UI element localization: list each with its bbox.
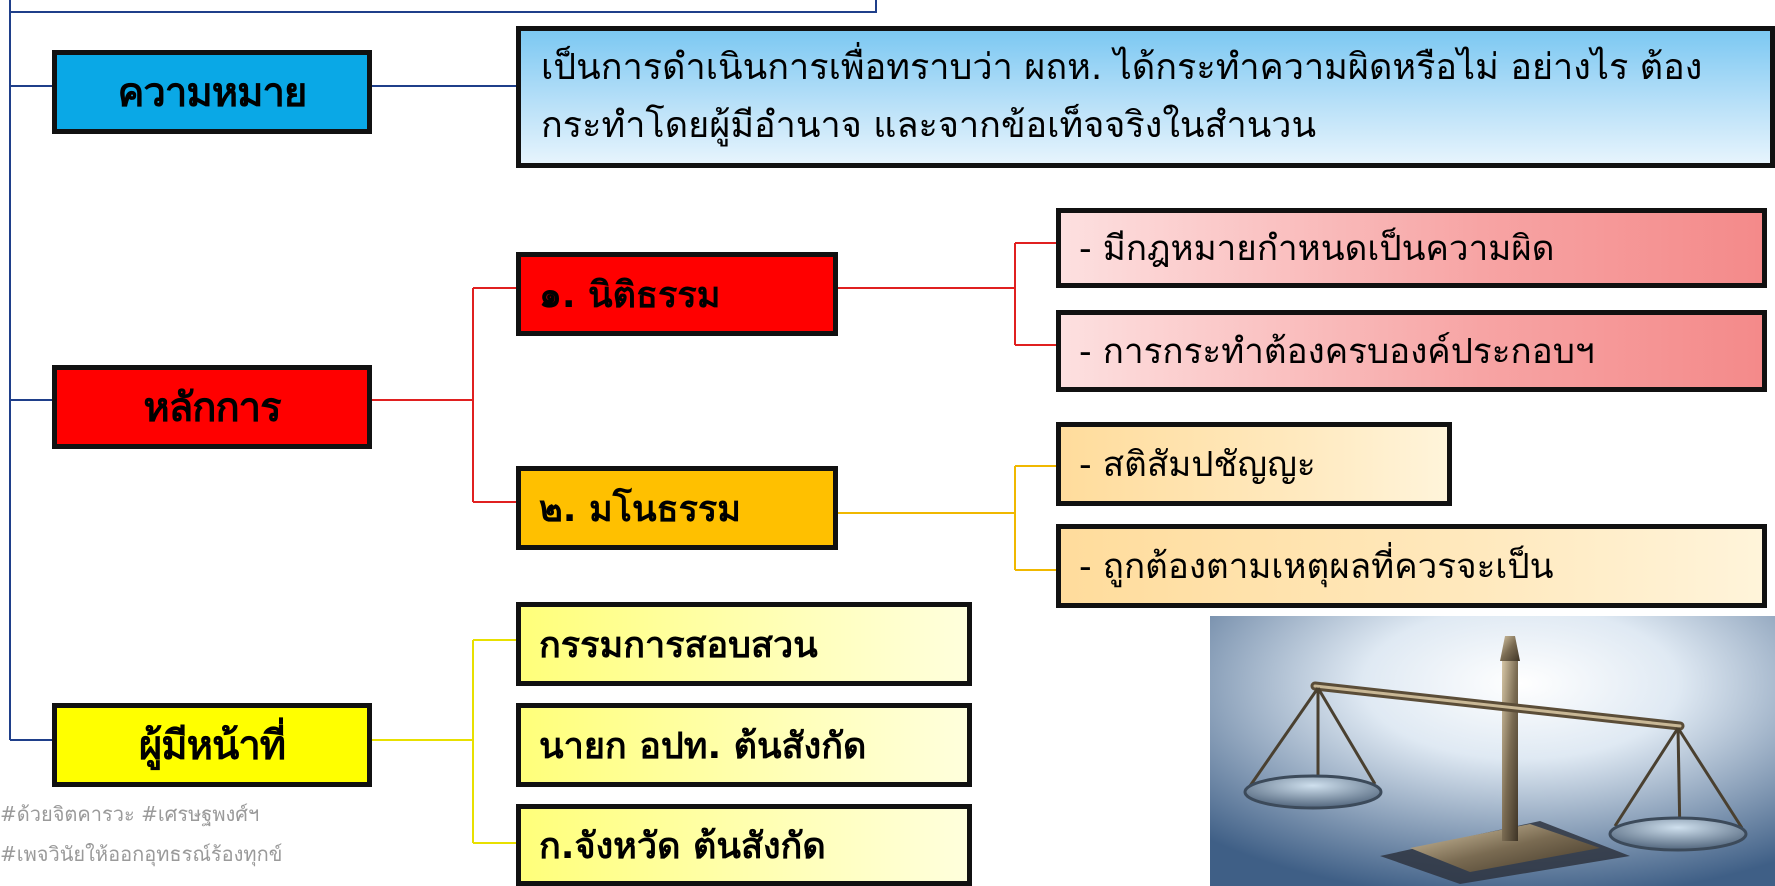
category-principles-label: หลักการ <box>143 385 281 431</box>
responsible-item-2-label: นายก อปท. ต้นสังกัด <box>539 725 867 767</box>
scales-of-justice-image <box>1210 616 1775 886</box>
moral-item-2: - ถูกต้องตามเหตุผลที่ควรจะเป็น <box>1056 524 1767 608</box>
definition-line-1: เป็นการดำเนินการเพื่อทราบว่า ผถห. ได้กระ… <box>541 47 1703 88</box>
principle-legal: ๑. นิติธรรม <box>516 252 838 336</box>
legal-item-2-label: - การกระทำต้องครบองค์ประกอบฯ <box>1079 331 1595 372</box>
responsible-item-1-label: กรรมการสอบสวน <box>539 624 818 666</box>
legal-item-2: - การกระทำต้องครบองค์ประกอบฯ <box>1056 310 1767 392</box>
definition-line-2: กระทำโดยผู้มีอำนาจ และจากข้อเท็จจริงในสำ… <box>541 105 1317 146</box>
principle-moral-label: ๒. มโนธรรม <box>539 488 741 530</box>
category-responsible-label: ผู้มีหน้าที่ <box>138 723 286 769</box>
category-principles: หลักการ <box>52 365 372 449</box>
watermark-line-2: #เพจวินัยให้ออกอุทธรณ์ร้องทุกข์ <box>0 842 283 866</box>
responsible-item-3-label: ก.จังหวัด ต้นสังกัด <box>539 825 826 867</box>
category-meaning: ความหมาย <box>52 50 372 134</box>
responsible-item-3: ก.จังหวัด ต้นสังกัด <box>516 804 972 886</box>
category-responsible: ผู้มีหน้าที่ <box>52 703 372 787</box>
watermark-line-1: #ด้วยจิตคารวะ #เศรษฐพงศ์ฯ <box>0 802 260 826</box>
principle-legal-label: ๑. นิติธรรม <box>539 274 721 316</box>
legal-item-1-label: - มีกฎหมายกำหนดเป็นความผิด <box>1079 228 1555 269</box>
principle-moral: ๒. มโนธรรม <box>516 466 838 550</box>
scales-icon <box>1210 616 1775 886</box>
responsible-item-1: กรรมการสอบสวน <box>516 602 972 686</box>
moral-item-1-label: - สติสัมปชัญญะ <box>1079 444 1316 485</box>
responsible-item-2: นายก อปท. ต้นสังกัด <box>516 703 972 787</box>
trunk-line <box>9 0 877 13</box>
legal-item-1: - มีกฎหมายกำหนดเป็นความผิด <box>1056 208 1767 288</box>
definition-box: เป็นการดำเนินการเพื่อทราบว่า ผถห. ได้กระ… <box>516 26 1775 168</box>
moral-item-2-label: - ถูกต้องตามเหตุผลที่ควรจะเป็น <box>1079 546 1554 587</box>
moral-item-1: - สติสัมปชัญญะ <box>1056 422 1452 506</box>
category-meaning-label: ความหมาย <box>117 70 308 116</box>
